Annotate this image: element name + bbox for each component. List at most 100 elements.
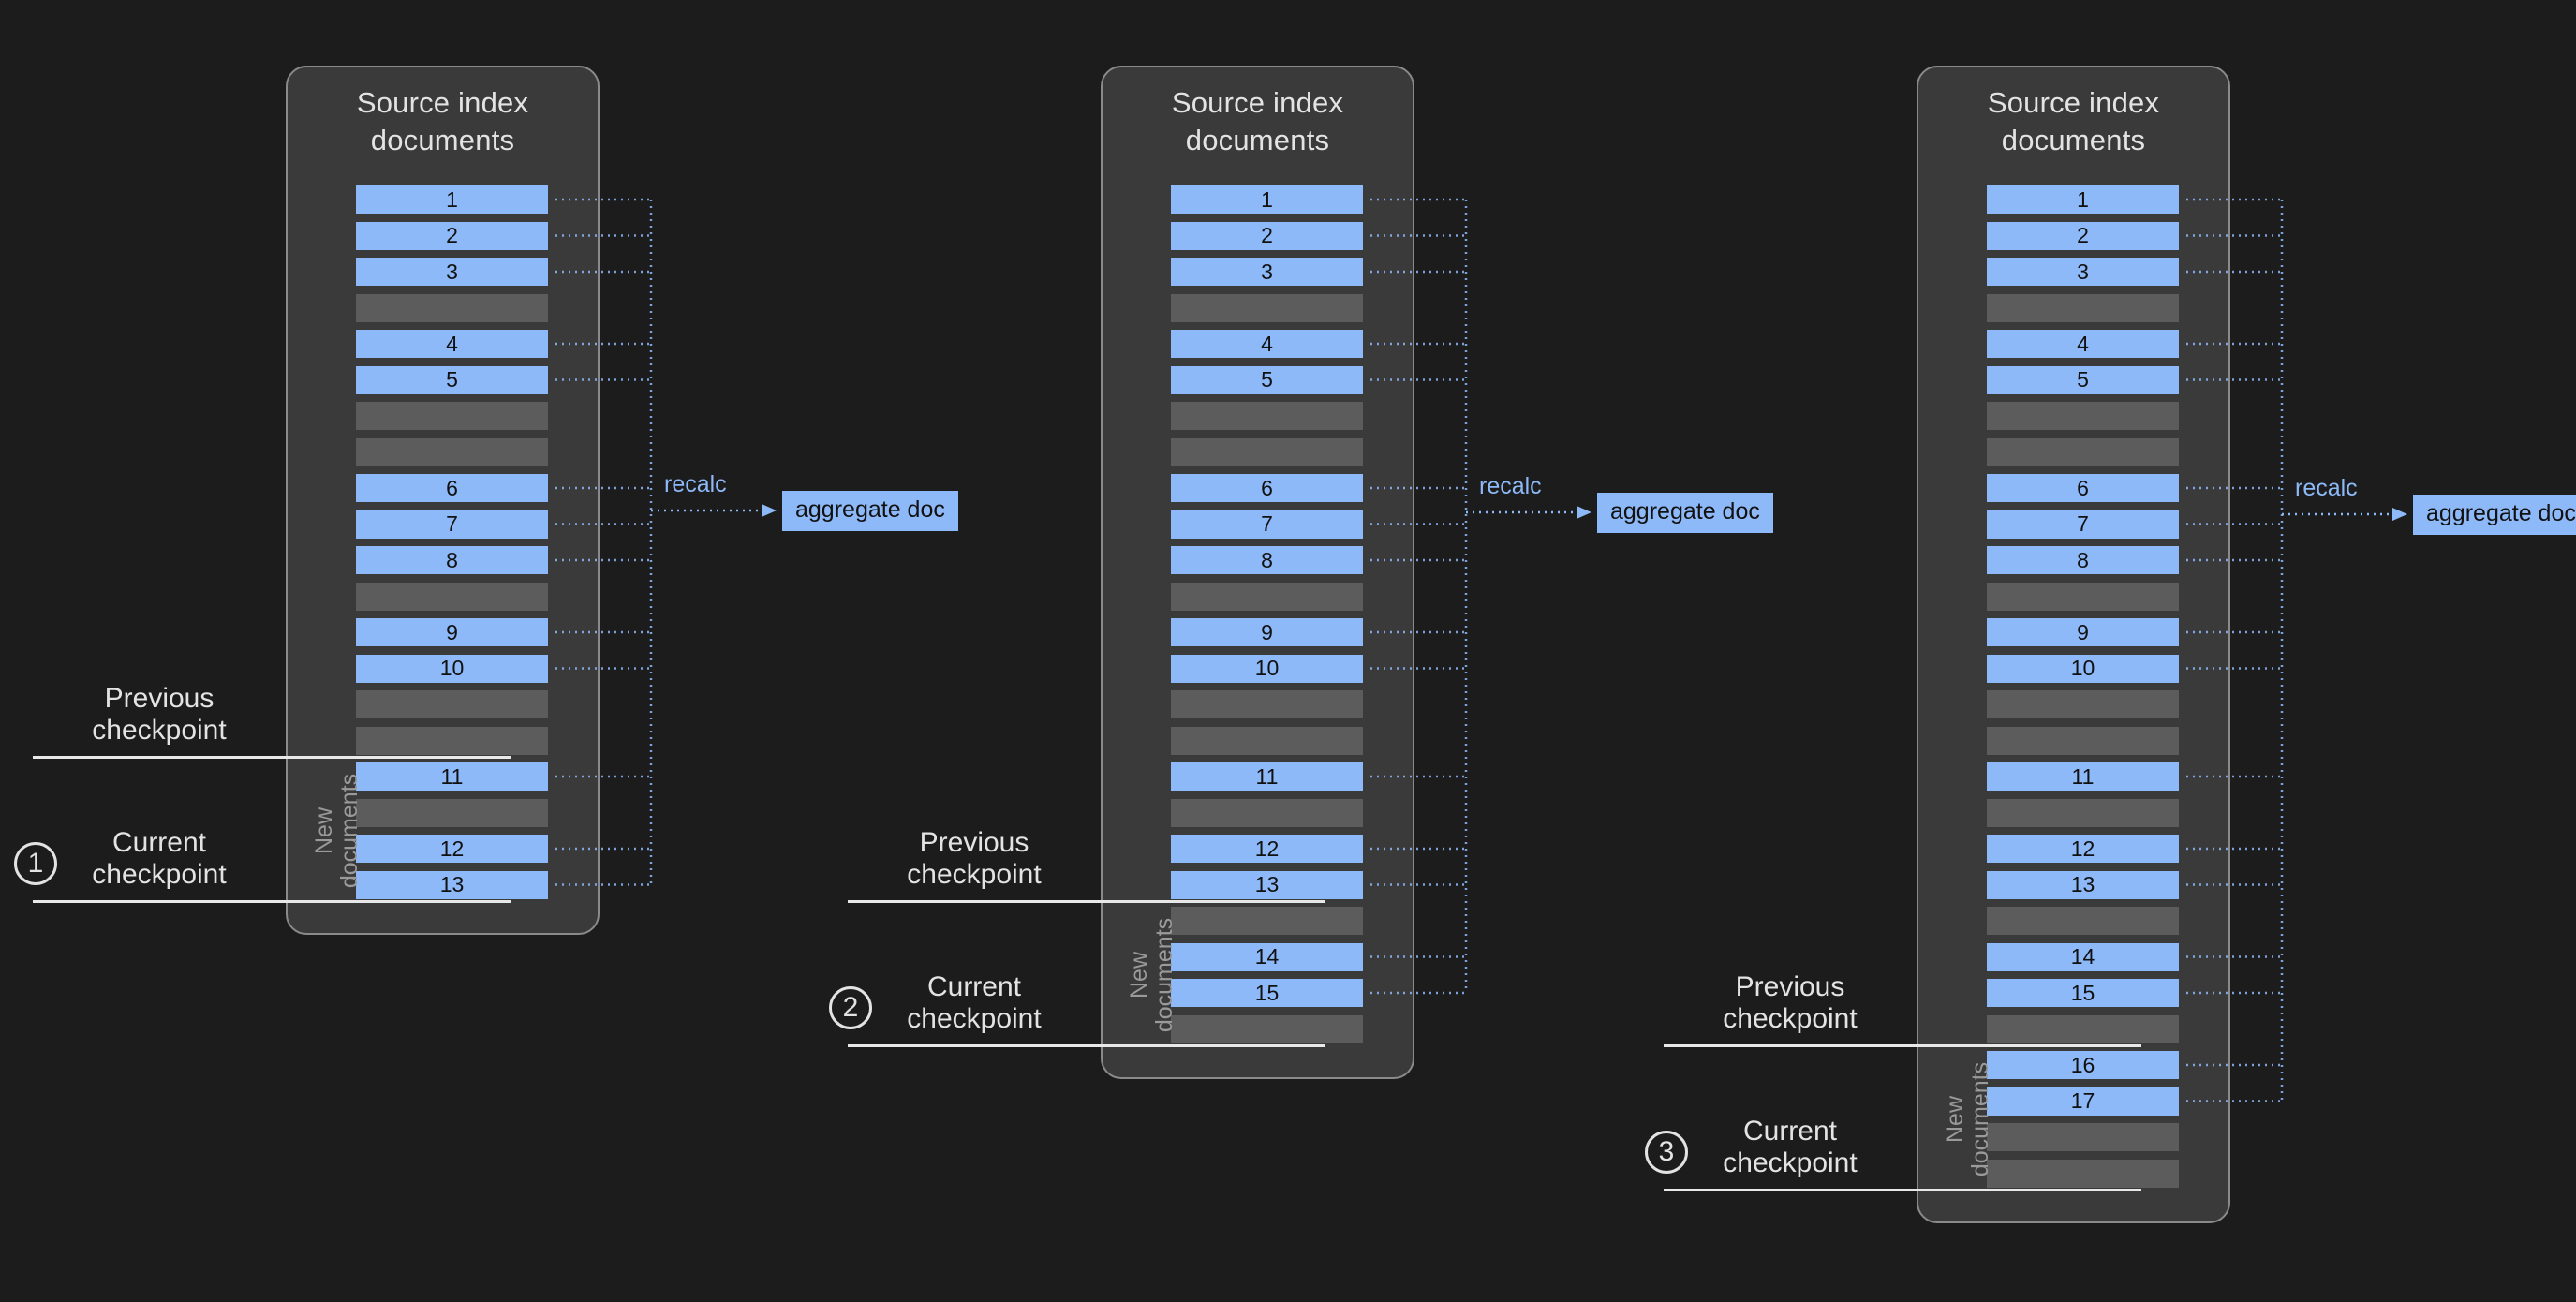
document-row: 13 [1987, 870, 2179, 899]
document-row-empty [1987, 907, 2179, 935]
document-row-empty [356, 798, 548, 827]
document-row: 6 [356, 474, 548, 502]
document-row-empty [1987, 582, 2179, 611]
step-number-1: 1 [14, 842, 57, 885]
document-row-empty [1987, 690, 2179, 718]
document-row: 5 [1171, 365, 1363, 394]
document-row: 10 [1987, 654, 2179, 683]
document-row: 12 [1987, 835, 2179, 863]
document-row: 2 [1171, 221, 1363, 250]
current-checkpoint-label: Current checkpoint [907, 971, 1042, 1034]
new-documents-label: New documents [1942, 1061, 1993, 1176]
step-number-3: 3 [1645, 1131, 1688, 1174]
document-row-empty [1987, 726, 2179, 755]
aggregate-doc-box: aggregate doc [1597, 493, 1773, 533]
previous-checkpoint-line [1664, 1044, 2141, 1047]
document-row-empty [1171, 907, 1363, 935]
document-row: 16 [1987, 1051, 2179, 1079]
previous-checkpoint-label: Previous checkpoint [1723, 971, 1858, 1034]
document-row-empty [1171, 1014, 1363, 1043]
connector-wires [1370, 198, 1591, 995]
document-row: 15 [1171, 979, 1363, 1007]
current-checkpoint-label: Current checkpoint [92, 827, 227, 890]
document-row-empty [356, 690, 548, 718]
document-row: 11 [356, 762, 548, 791]
document-row-empty [356, 402, 548, 430]
recalc-label: recalc [2295, 475, 2358, 501]
document-row: 8 [356, 546, 548, 574]
step-number-2: 2 [829, 986, 872, 1029]
document-row: 4 [356, 330, 548, 358]
document-row: 1 [1171, 185, 1363, 214]
document-row-empty [1171, 293, 1363, 322]
recalc-label: recalc [664, 471, 727, 497]
document-row: 11 [1171, 762, 1363, 791]
document-row: 15 [1987, 979, 2179, 1007]
document-row-empty [356, 293, 548, 322]
recalc-label: recalc [1479, 473, 1542, 499]
document-row: 7 [356, 510, 548, 539]
document-row-empty [1987, 798, 2179, 827]
previous-checkpoint-line [848, 900, 1325, 903]
aggregate-doc-box: aggregate doc [782, 491, 958, 531]
document-row: 9 [1987, 618, 2179, 646]
document-row: 13 [356, 870, 548, 899]
document-row: 12 [1171, 835, 1363, 863]
document-row: 10 [1171, 654, 1363, 683]
document-row: 12 [356, 835, 548, 863]
previous-checkpoint-line [33, 756, 511, 759]
new-documents-label: New documents [311, 773, 363, 888]
current-checkpoint-label: Current checkpoint [1723, 1116, 1858, 1178]
document-row-empty [1171, 582, 1363, 611]
panel-title: Source index documents [1171, 86, 1344, 156]
document-row-empty [1171, 798, 1363, 827]
current-checkpoint-line [1664, 1189, 2141, 1191]
document-row-empty [1987, 1014, 2179, 1043]
document-row: 2 [1987, 221, 2179, 250]
document-row: 9 [356, 618, 548, 646]
document-row-empty [1171, 402, 1363, 430]
document-row-empty [1171, 437, 1363, 466]
document-row: 9 [1171, 618, 1363, 646]
document-row: 6 [1171, 474, 1363, 502]
document-row-empty [356, 726, 548, 755]
document-row-empty [356, 437, 548, 466]
document-row: 7 [1987, 510, 2179, 539]
document-row: 3 [356, 258, 548, 286]
previous-checkpoint-label: Previous checkpoint [92, 683, 227, 746]
document-row: 11 [1987, 762, 2179, 791]
document-row: 4 [1987, 330, 2179, 358]
document-row-empty [1171, 726, 1363, 755]
document-row-empty [1987, 1123, 2179, 1151]
document-row: 13 [1171, 870, 1363, 899]
previous-checkpoint-label: Previous checkpoint [907, 827, 1042, 890]
current-checkpoint-line [848, 1044, 1325, 1047]
document-row: 17 [1987, 1087, 2179, 1116]
document-row: 1 [1987, 185, 2179, 214]
document-row-empty [356, 582, 548, 611]
panel-title: Source index documents [1987, 86, 2160, 156]
aggregate-doc-box: aggregate doc [2413, 495, 2576, 535]
document-row: 7 [1171, 510, 1363, 539]
document-row: 6 [1987, 474, 2179, 502]
panel-title: Source index documents [356, 86, 529, 156]
document-row: 3 [1171, 258, 1363, 286]
document-row: 5 [356, 365, 548, 394]
document-row-empty [1987, 293, 2179, 322]
document-row-empty [1987, 437, 2179, 466]
document-row: 8 [1171, 546, 1363, 574]
document-row-empty [1171, 690, 1363, 718]
document-row: 5 [1987, 365, 2179, 394]
document-row-empty [1987, 402, 2179, 430]
document-row: 1 [356, 185, 548, 214]
document-row: 8 [1987, 546, 2179, 574]
new-documents-label: New documents [1126, 917, 1177, 1032]
document-row: 14 [1987, 942, 2179, 971]
document-row: 4 [1171, 330, 1363, 358]
current-checkpoint-line [33, 900, 511, 903]
connector-wires [555, 198, 777, 886]
document-row-empty [1987, 1159, 2179, 1188]
connector-wires [2186, 198, 2407, 1102]
document-row: 2 [356, 221, 548, 250]
